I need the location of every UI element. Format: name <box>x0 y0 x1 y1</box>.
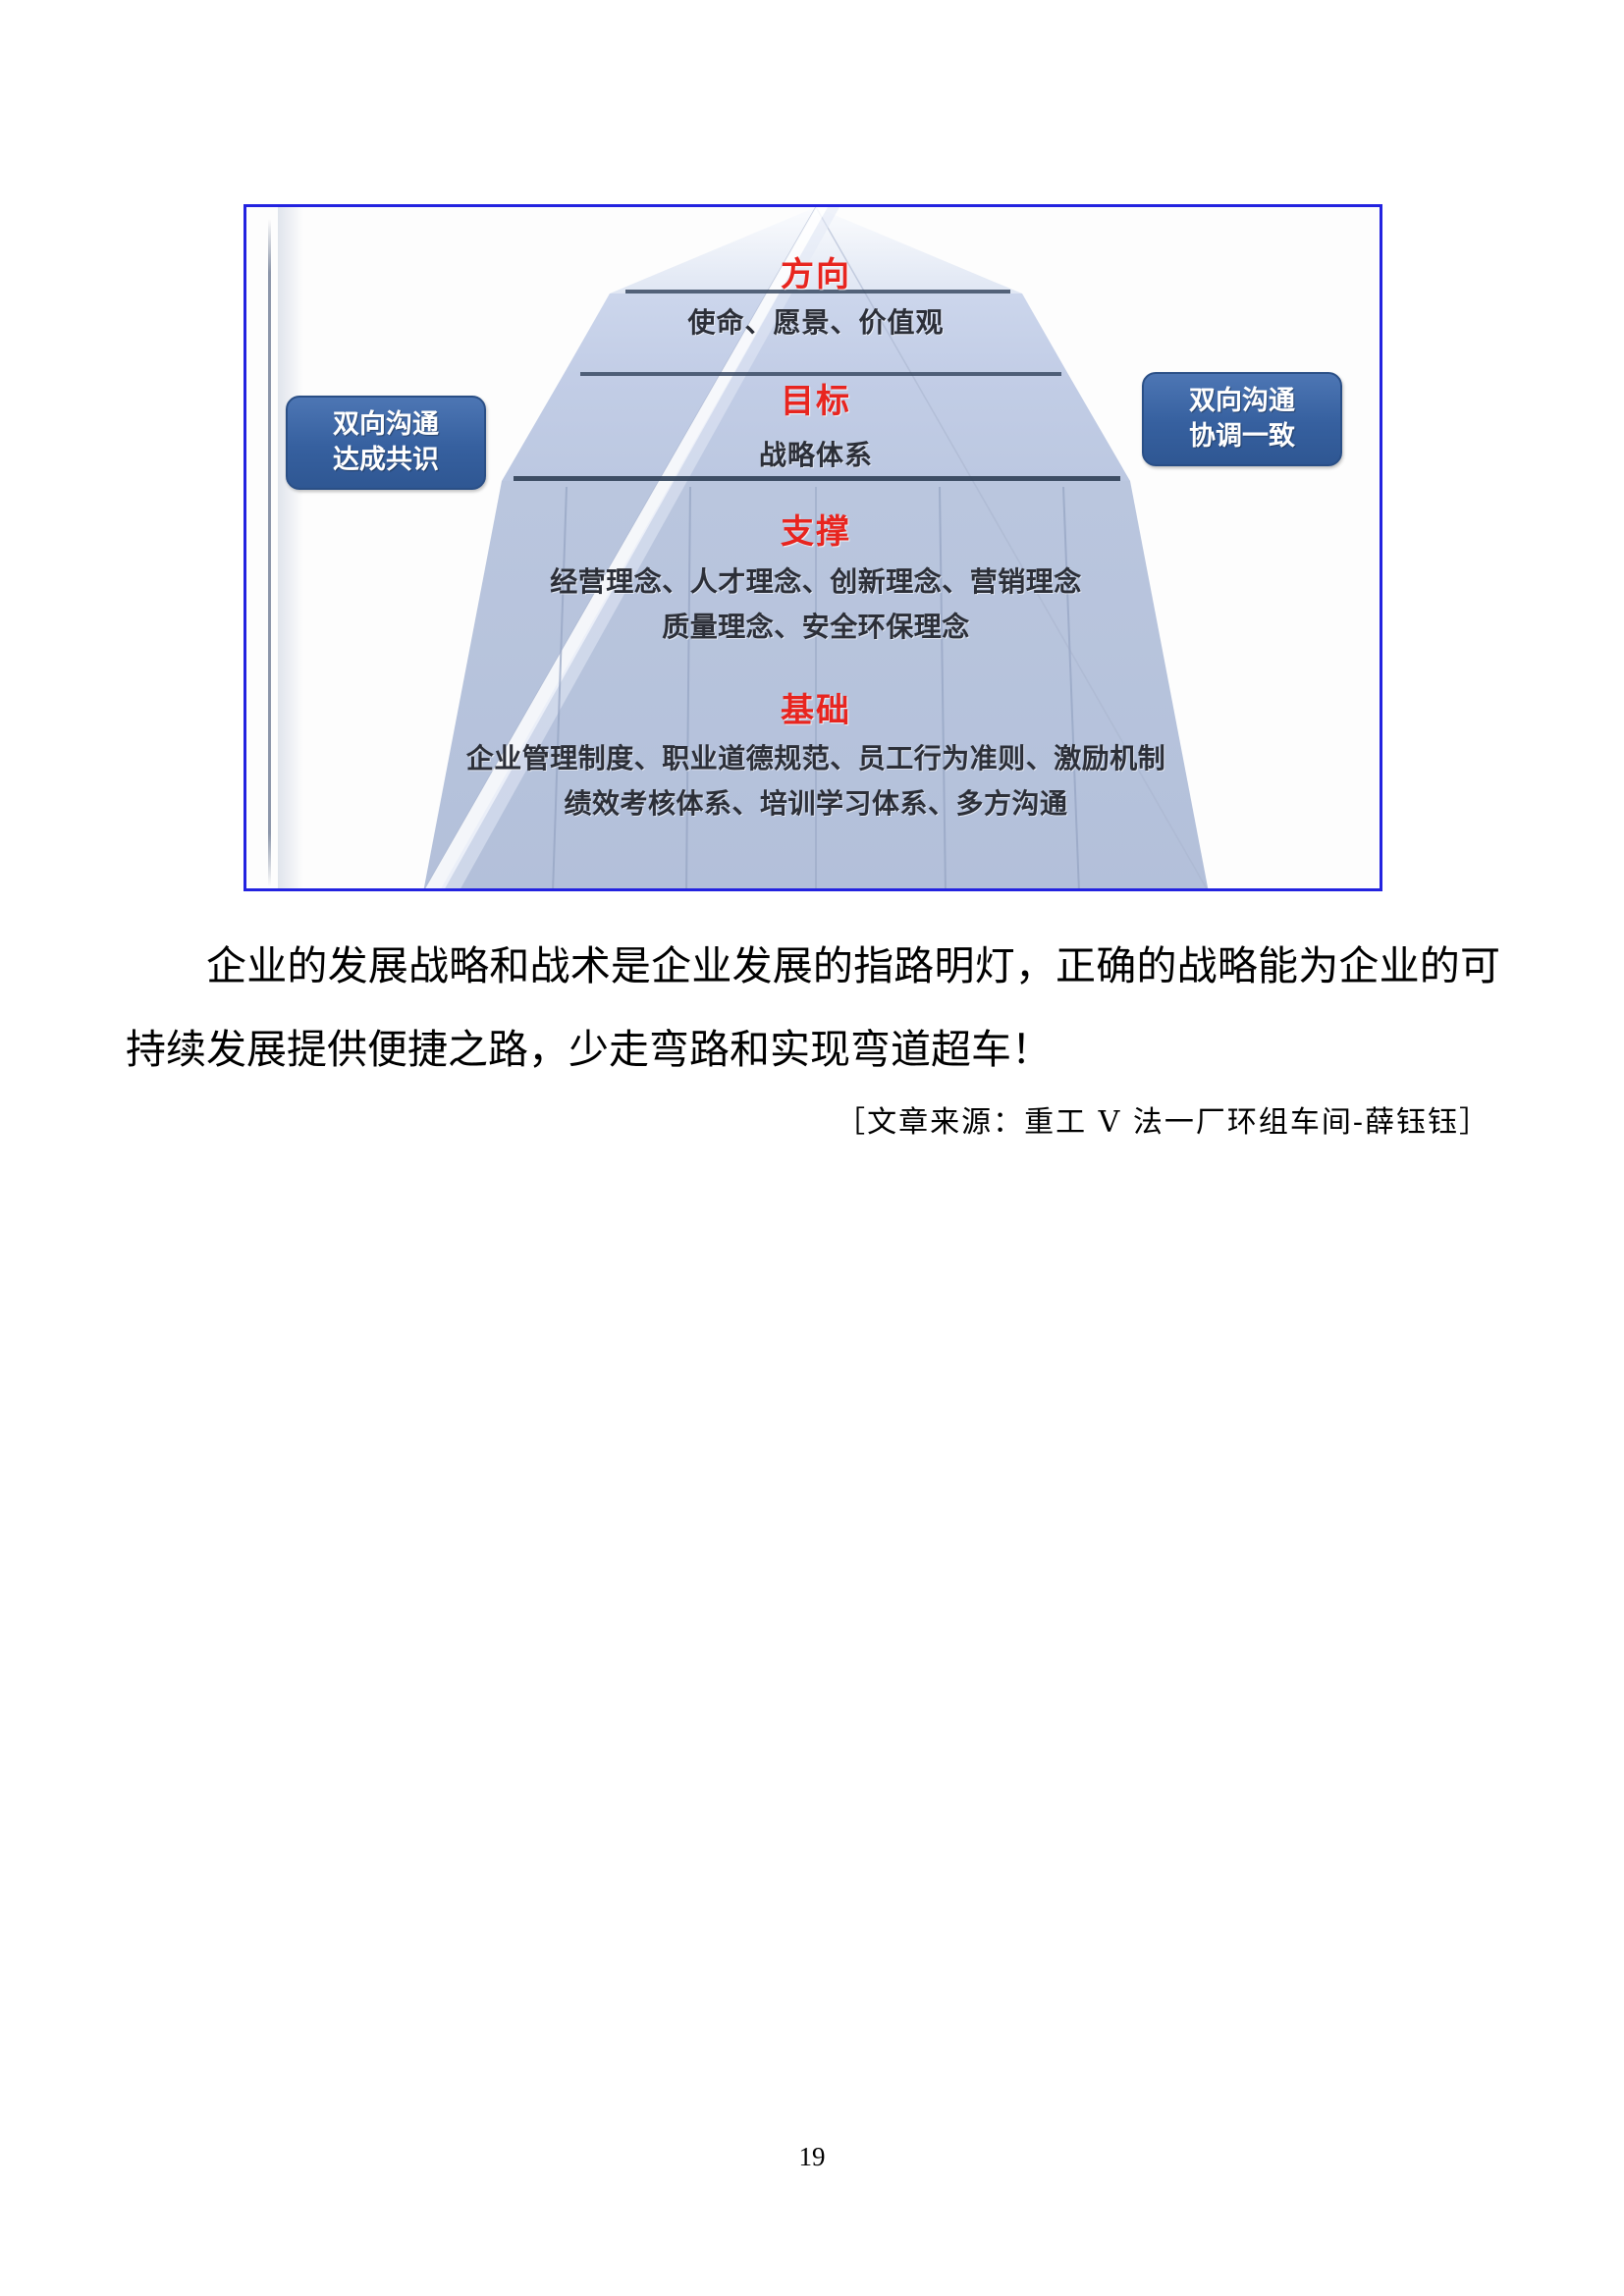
callout-left-line-1: 双向沟通 <box>333 409 439 440</box>
callout-left: 双向沟通 达成共识 <box>286 396 486 490</box>
body-paragraph: 企业的发展战略和战术是企业发展的指路明灯，正确的战略能为企业的可持续发展提供便捷… <box>126 942 1500 1073</box>
body-paragraph-block: 企业的发展战略和战术是企业发展的指路明灯，正确的战略能为企业的可持续发展提供便捷… <box>126 925 1500 1092</box>
callout-right: 双向沟通 协调一致 <box>1142 372 1342 466</box>
article-source-line: ［文章来源：重工 V 法一厂环组车间-薛钰钰］ <box>836 1105 1490 1140</box>
strategy-pyramid-figure: 方向 使命、愿景、价值观 目标 战略体系 支撑 经营理念、人才理念、创新理念、营… <box>244 204 1382 891</box>
figure-left-gradient <box>278 207 303 888</box>
page-number: 19 <box>798 2142 826 2171</box>
callout-right-line-1: 双向沟通 <box>1189 386 1295 416</box>
pyramid-graphic: 方向 使命、愿景、价值观 目标 战略体系 支撑 经营理念、人才理念、创新理念、营… <box>246 207 1380 888</box>
callout-left-line-2: 达成共识 <box>333 445 439 476</box>
figure-left-rule <box>268 219 271 886</box>
callout-right-line-2: 协调一致 <box>1189 421 1295 453</box>
pyramid-svg <box>423 207 1209 888</box>
figure-canvas: 方向 使命、愿景、价值观 目标 战略体系 支撑 经营理念、人才理念、创新理念、营… <box>246 207 1380 888</box>
